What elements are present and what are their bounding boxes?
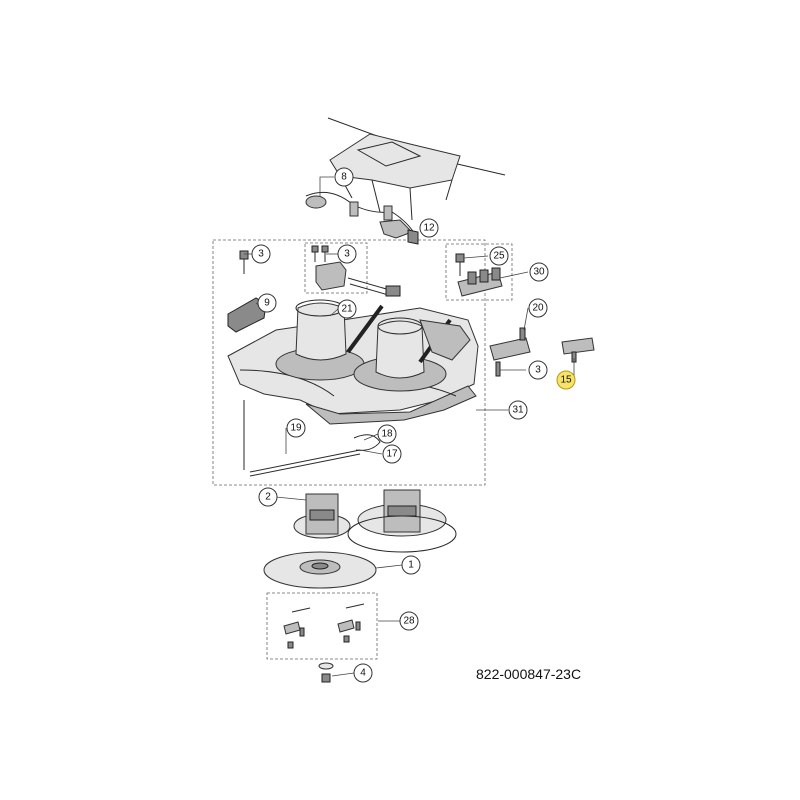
callout-3b: 3 <box>337 244 357 264</box>
callout-1: 1 <box>401 555 421 575</box>
bracket-parts <box>227 245 503 333</box>
callout-3c: 3 <box>528 360 548 380</box>
callout-3c-label: 3 <box>535 365 541 376</box>
callout-3a-label: 3 <box>258 249 264 260</box>
lift-frame-assembly <box>305 117 506 245</box>
callout-15-highlight <box>556 370 576 390</box>
part-30-group-box <box>445 243 513 301</box>
callout-8: 8 <box>334 167 354 187</box>
callout-4: 4 <box>353 663 373 683</box>
leader-lines <box>244 176 575 677</box>
callout-28: 28 <box>399 611 419 631</box>
callout-31: 31 <box>508 400 528 420</box>
side-brackets <box>489 327 595 377</box>
callout-20: 20 <box>528 298 548 318</box>
callout-4-label: 4 <box>360 668 366 679</box>
callout-20-label: 20 <box>532 303 544 314</box>
callout-30-label: 30 <box>533 267 545 278</box>
callout-31-label: 31 <box>512 405 524 416</box>
callout-17: 17 <box>382 444 402 464</box>
bolt-washer <box>318 662 334 683</box>
callout-21: 21 <box>337 299 357 319</box>
bracket-group-box <box>304 242 368 294</box>
callout-12: 12 <box>419 218 439 238</box>
callout-30: 30 <box>529 262 549 282</box>
mower-deck <box>227 299 479 425</box>
callout-25: 25 <box>489 246 509 266</box>
callout-19-label: 19 <box>290 423 302 434</box>
callout-18-label: 18 <box>381 429 393 440</box>
callout-19: 19 <box>286 418 306 438</box>
mower-deck-group-box <box>212 239 486 486</box>
callout-8-label: 8 <box>341 172 347 183</box>
callout-25-label: 25 <box>493 251 505 262</box>
callout-2: 2 <box>258 487 278 507</box>
callout-1-label: 1 <box>408 560 414 571</box>
callout-21-label: 21 <box>341 304 353 315</box>
callout-2-label: 2 <box>265 492 271 503</box>
callout-12-label: 12 <box>423 223 435 234</box>
callout-3b-label: 3 <box>344 249 350 260</box>
blade-kit-parts <box>283 603 365 649</box>
callout-15: 15 <box>556 370 576 390</box>
callout-28-label: 28 <box>403 616 415 627</box>
callout-15-label: 15 <box>560 375 572 386</box>
document-number: 822-000847-23C <box>476 666 582 682</box>
blade-kit-group-box <box>266 592 378 660</box>
callout-17-label: 17 <box>386 449 398 460</box>
callout-9: 9 <box>257 293 277 313</box>
callout-18: 18 <box>377 424 397 444</box>
callout-9-label: 9 <box>264 298 270 309</box>
callout-8-circle <box>334 167 354 187</box>
lift-rods <box>243 400 381 477</box>
blade-plate <box>263 551 377 589</box>
callout-3a: 3 <box>251 244 271 264</box>
spindle-assembly <box>293 489 457 553</box>
